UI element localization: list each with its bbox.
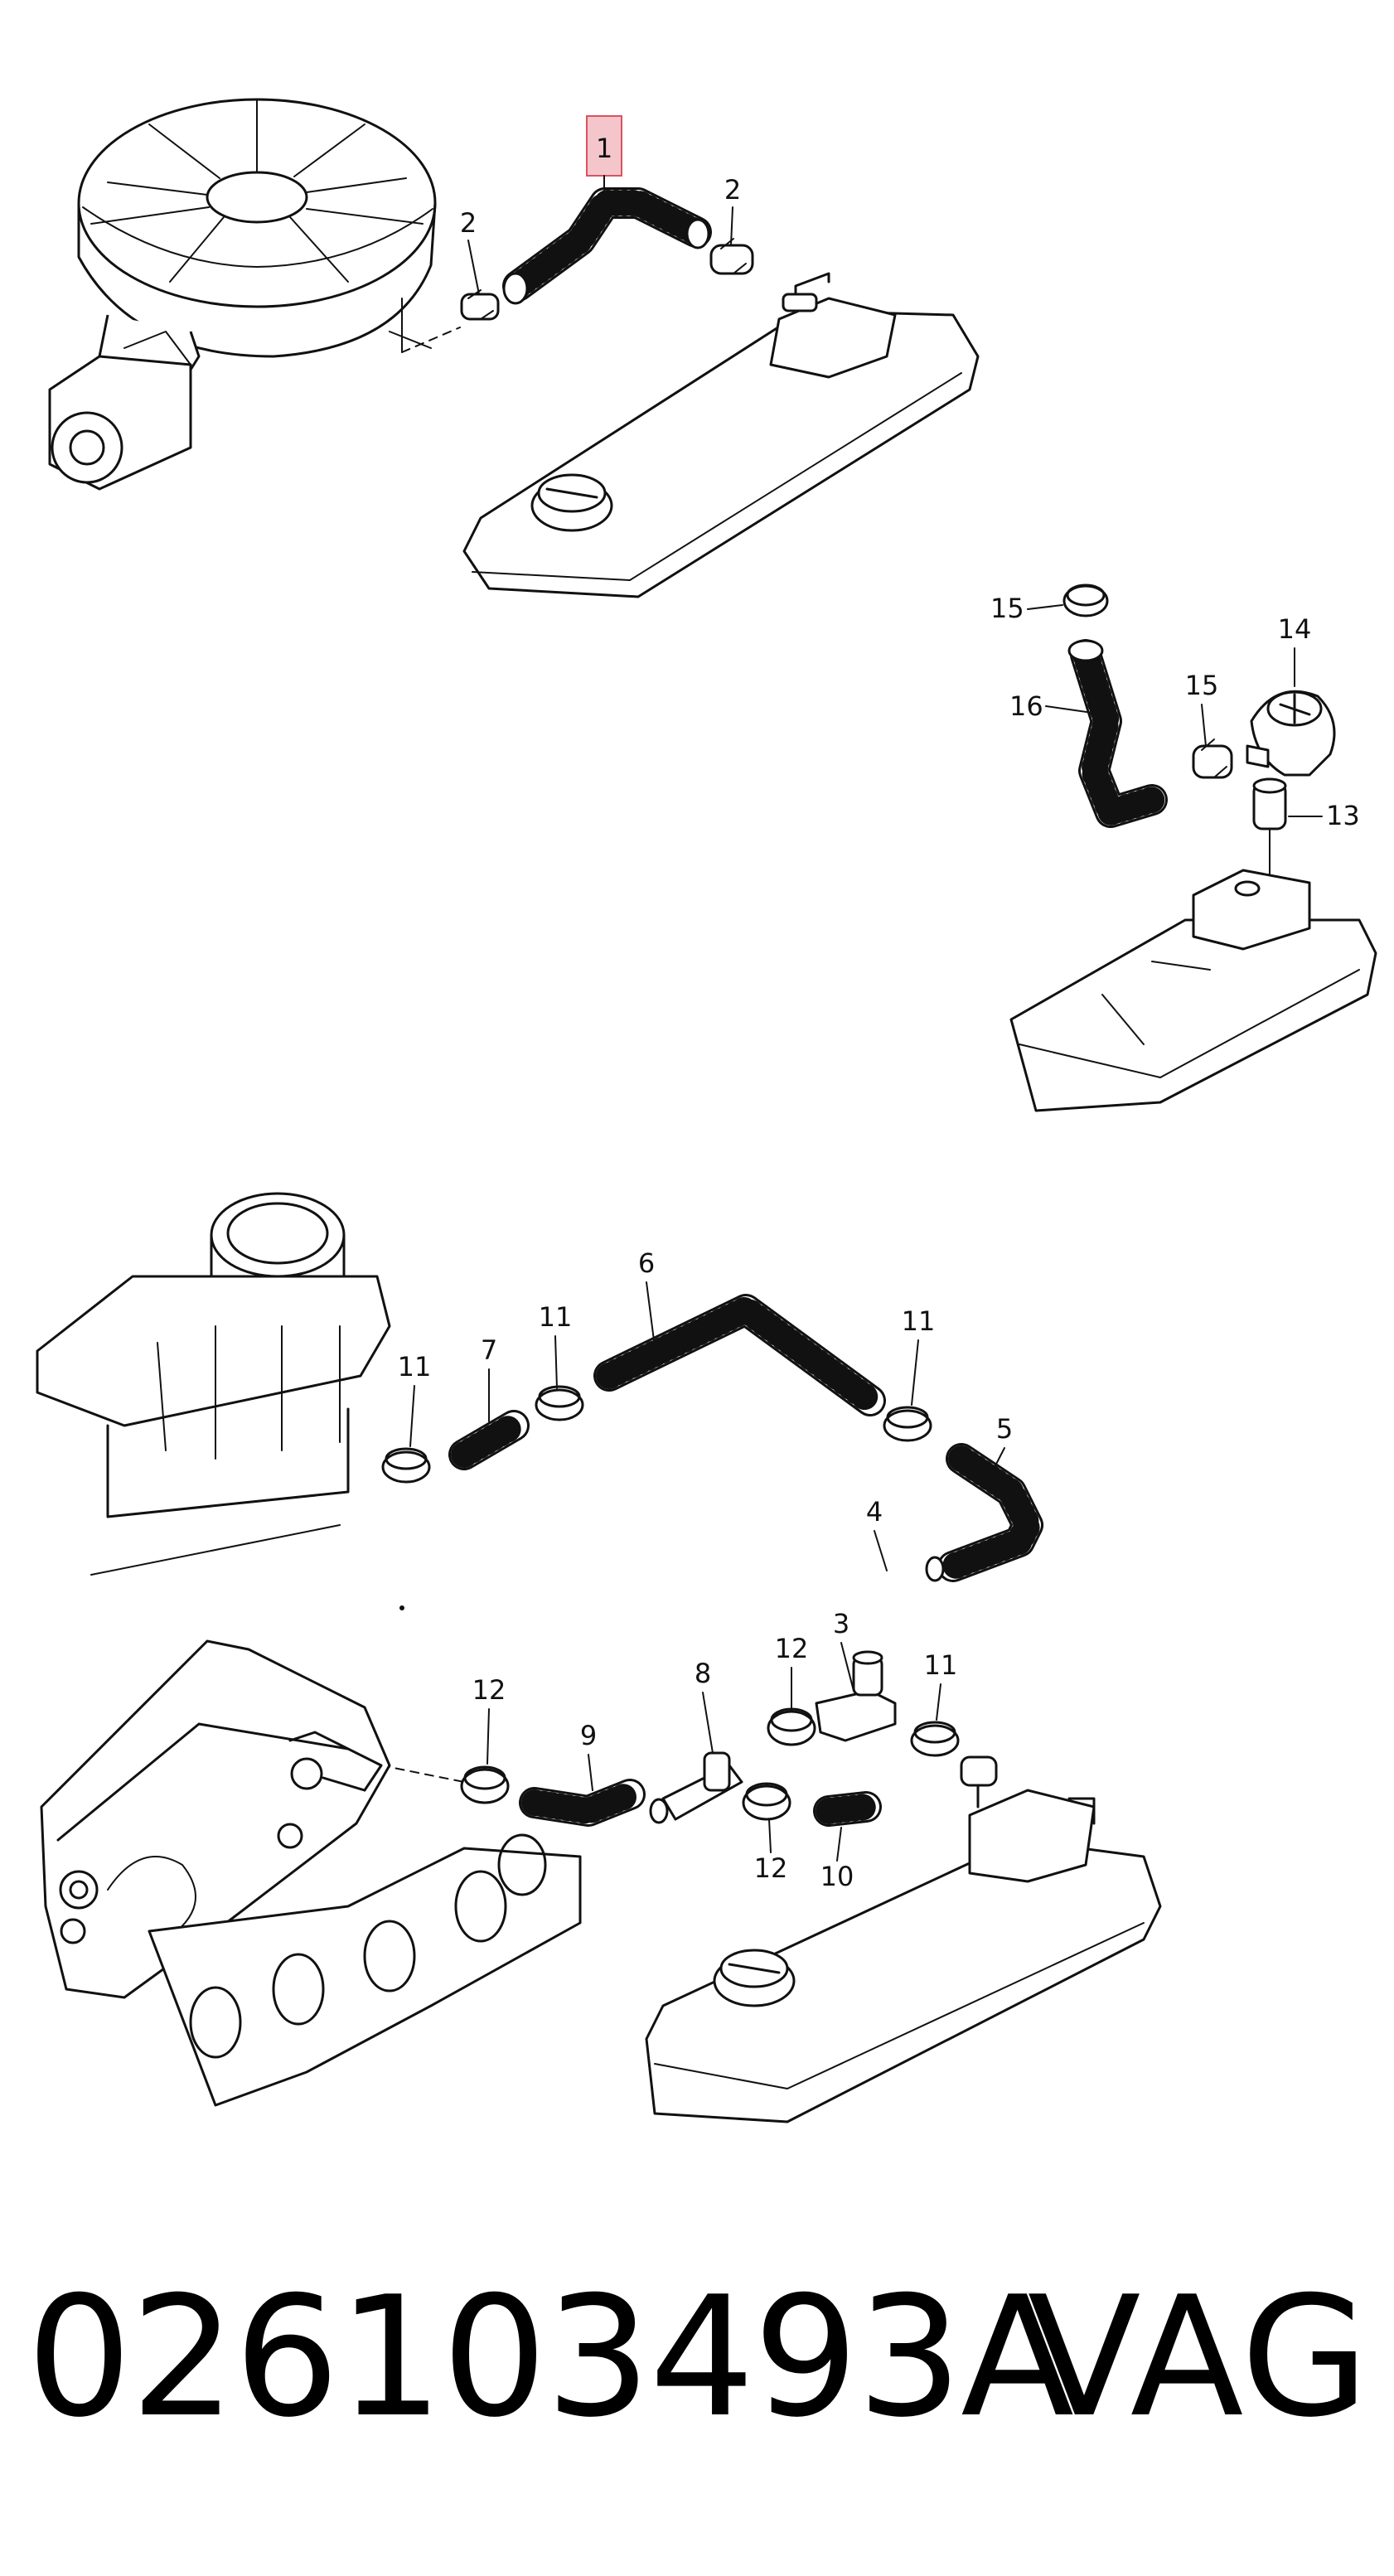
callout-16: 16: [1009, 690, 1043, 722]
leader-line: [1201, 704, 1207, 747]
callout-4: 4: [866, 1496, 883, 1528]
cylinder-head-cover-bottom: [645, 1755, 1162, 2123]
hose-clamp-11-d: [910, 1721, 960, 1757]
brand-name: VAG: [1027, 2261, 1369, 2454]
hose-clamp-12-c: [460, 1765, 510, 1804]
callout-12: 12: [775, 1633, 809, 1664]
hose-clamp-11-c: [883, 1406, 932, 1442]
callout-8: 8: [695, 1658, 711, 1689]
leader-line: [554, 1335, 558, 1389]
hose-clamp-12-b: [742, 1782, 791, 1821]
pressure-regulating-valve-14: [1246, 690, 1336, 777]
callout-5: 5: [996, 1413, 1013, 1445]
hose-9: [519, 1779, 646, 1827]
callout-12: 12: [754, 1852, 788, 1884]
callout-1-highlight: [586, 115, 622, 177]
stray-dot: [399, 1605, 404, 1610]
callout-15: 15: [1185, 670, 1219, 701]
leader-line: [836, 1827, 842, 1862]
callout-1: 1: [596, 133, 612, 164]
cylinder-head-cover-partial: [1009, 869, 1377, 1112]
hose-6: [593, 1294, 886, 1416]
part-number: 026103493A: [27, 2261, 1074, 2454]
callout-2: 2: [724, 174, 741, 206]
hose-7: [448, 1410, 530, 1470]
intake-manifold: [40, 1639, 582, 2107]
callout-9: 9: [580, 1720, 597, 1751]
leader-line: [840, 1642, 854, 1692]
hose-clamp-15-top: [1062, 583, 1109, 617]
leader-line-dashed: [401, 327, 461, 353]
leader-line: [730, 206, 733, 246]
leader-line: [588, 1754, 593, 1791]
pipe-4: [880, 1556, 945, 1619]
leader-line: [768, 1818, 772, 1853]
leader-line-dashed: [380, 1765, 465, 1783]
callout-14: 14: [1278, 613, 1312, 645]
hose-1: [502, 187, 712, 305]
callout-13: 13: [1326, 800, 1360, 831]
leader-line: [702, 1692, 714, 1754]
callout-11: 11: [924, 1649, 958, 1681]
callout-6: 6: [638, 1247, 655, 1279]
hose-clamp-11-b: [535, 1385, 584, 1421]
leader-line: [1027, 604, 1063, 610]
leader-line: [409, 1385, 415, 1447]
air-filter-housing: [48, 98, 437, 491]
cylinder-head-cover-top: [462, 272, 980, 598]
callout-11: 11: [398, 1351, 432, 1382]
oil-filler-housing: [36, 1192, 391, 1576]
callout-11: 11: [539, 1301, 573, 1333]
hose-clamp-15-right: [1192, 738, 1233, 779]
leader-line: [467, 240, 480, 295]
t-piece-3: [815, 1650, 897, 1742]
leader-line: [990, 1447, 1005, 1476]
hose-clamp-11-a: [381, 1447, 431, 1484]
callout-3: 3: [833, 1608, 849, 1639]
leader-line: [486, 1708, 490, 1765]
hose-clamp-2-left: [460, 289, 500, 321]
callout-11: 11: [902, 1305, 936, 1337]
leader-line: [646, 1281, 656, 1348]
hose-5: [937, 1443, 1043, 1582]
leader-line: [911, 1339, 919, 1406]
hose-10: [813, 1791, 882, 1827]
callout-12: 12: [472, 1674, 506, 1706]
hose-16: [1067, 639, 1168, 828]
callout-15: 15: [990, 593, 1024, 624]
hose-clamp-12-a: [767, 1707, 816, 1746]
leader-line: [1045, 705, 1093, 714]
leader-line: [874, 1530, 888, 1571]
hose-13: [1252, 777, 1287, 888]
connector-8: [649, 1751, 743, 1824]
footer: 026103493A VAG: [27, 2250, 1369, 2466]
leader-line: [936, 1683, 941, 1721]
callout-2: 2: [460, 207, 477, 239]
callout-10: 10: [820, 1861, 854, 1892]
callout-7: 7: [481, 1334, 497, 1366]
